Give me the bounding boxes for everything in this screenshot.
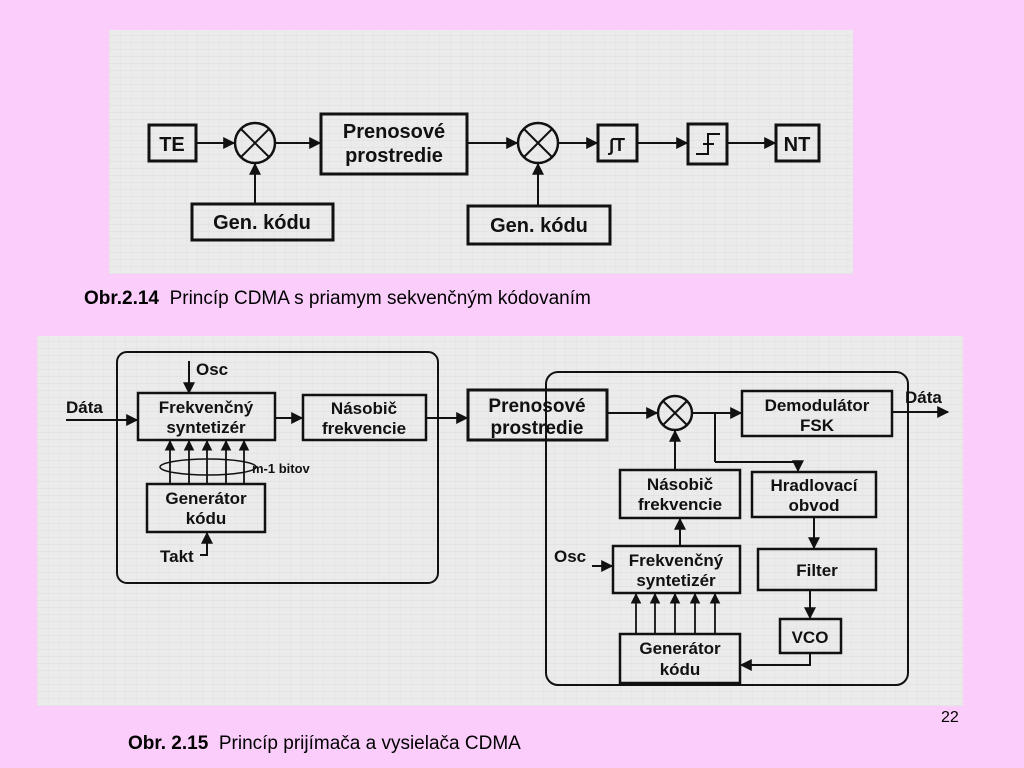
multiplier-tx-line1: Násobič	[331, 399, 397, 418]
medium-1-line1: Prenosové	[343, 121, 445, 143]
synthesizer-rx-line2: syntetizér	[636, 571, 716, 590]
gate-line2: obvod	[789, 496, 840, 515]
nt-label: NT	[784, 134, 811, 156]
medium-2-line1: Prenosové	[488, 396, 585, 417]
data-out-label: Dáta	[905, 388, 942, 407]
transmitter-frame	[116, 351, 439, 584]
figure-2-14-caption-label: Obr.2.14	[84, 288, 159, 309]
page-number: 22	[941, 709, 959, 726]
figure-2-15-caption-text: Princíp prijímača a vysielača CDMA	[218, 733, 521, 754]
code-generator-1	[190, 202, 335, 242]
synthesizer-tx-line1: Frekvenčný	[159, 398, 254, 417]
filter-label: Filter	[796, 561, 838, 580]
mixer-1-icon	[233, 121, 277, 165]
figure-2-15-scan	[37, 336, 963, 706]
code-generator-rx-block	[618, 632, 742, 685]
figure-2-15-caption-label: Obr. 2.15	[128, 733, 209, 754]
mixer-rx-icon	[656, 394, 694, 432]
multiplier-rx-line1: Násobič	[647, 475, 713, 494]
figure-2-15-caption: Obr. 2.15 Princíp prijímača a vysielača …	[128, 733, 521, 755]
osc-rx-label: Osc	[554, 547, 586, 566]
osc-tx-label: Osc	[196, 360, 228, 379]
code-generator-2-label: Gen. kódu	[490, 215, 588, 237]
figure-2-15-diagram: Dáta Osc Frekvenčný syntetizér Násobič f…	[66, 351, 950, 686]
figure-2-14-diagram: TE Prenosové prostredie ∫T NT	[147, 112, 821, 246]
multiplier-tx-line2: frekvencie	[322, 419, 406, 438]
code-generator-tx-line2: kódu	[186, 509, 227, 528]
gate-line1: Hradlovací	[771, 476, 859, 495]
data-in-label: Dáta	[66, 398, 103, 417]
synthesizer-rx-line1: Frekvenčný	[629, 551, 724, 570]
integrator-label: ∫T	[608, 135, 625, 155]
figure-2-14-caption-text: Princíp CDMA s priamym sekvenčným kódova…	[169, 288, 591, 309]
figure-2-14-caption: Obr.2.14 Princíp CDMA s priamym sekvenčn…	[84, 288, 591, 310]
demodulator-line2: FSK	[800, 416, 835, 435]
medium-1-line2: prostredie	[345, 145, 443, 167]
code-generator-rx-line2: kódu	[660, 660, 701, 679]
multiplier-rx-line2: frekvencie	[638, 495, 722, 514]
medium-2-line2: prostredie	[491, 418, 584, 439]
te-label: TE	[159, 134, 185, 156]
receiver-frame	[545, 371, 909, 686]
figure-2-14-scan	[109, 30, 853, 274]
code-generator-1-label: Gen. kódu	[213, 212, 311, 234]
bits-label: m-1 bitov	[252, 461, 311, 476]
code-generator-tx-line1: Generátor	[165, 489, 247, 508]
mixer-2-icon	[516, 121, 560, 165]
vco-label: VCO	[792, 628, 829, 647]
synthesizer-tx-line2: syntetizér	[166, 418, 246, 437]
threshold-step-icon	[696, 133, 720, 155]
takt-label: Takt	[160, 547, 194, 566]
code-generator-rx-line1: Generátor	[639, 639, 721, 658]
bits-bus-ellipse	[159, 458, 257, 476]
demodulator-line1: Demodulátor	[765, 396, 870, 415]
